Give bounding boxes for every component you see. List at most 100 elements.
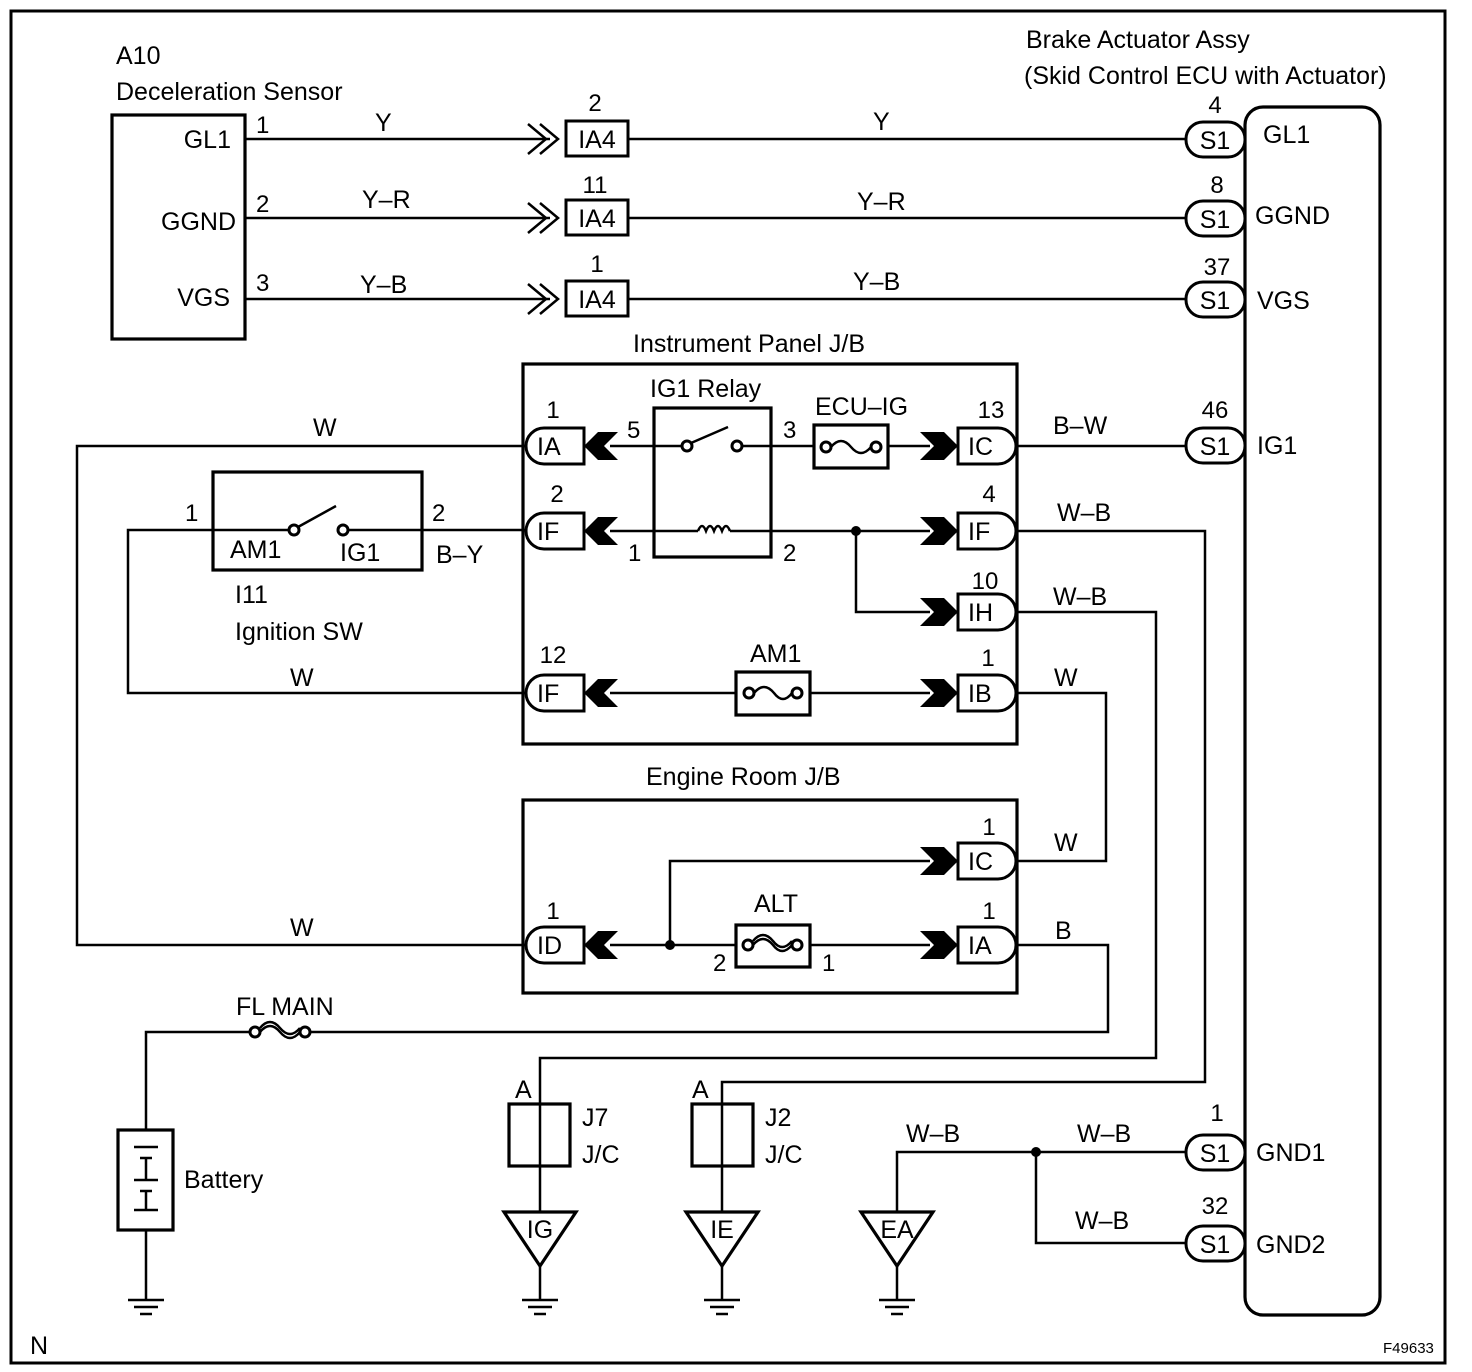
wire-wb-ih: W–B [1053, 583, 1107, 611]
j2-label: J2 [765, 1104, 791, 1132]
j2-connector-a: A [692, 1076, 709, 1104]
ipjb-pin-ia: 1 [546, 397, 559, 424]
actuator-term-gl1: GL1 [1263, 121, 1310, 149]
ignition-pin-2: 2 [432, 500, 445, 527]
wire-w-ib: W [1054, 664, 1078, 692]
ig1-relay-box [652, 406, 773, 559]
wire-wb-ea: W–B [906, 1120, 960, 1148]
diagram-frame [9, 9, 1447, 1365]
wire-yr-left: Y–R [362, 186, 411, 214]
actuator-pin-46: 46 [1202, 397, 1229, 424]
alt-fuse [734, 923, 812, 969]
ground-ie-label: IE [710, 1216, 734, 1244]
wire-w-top: W [313, 414, 337, 442]
ipjb-right-connectors [956, 426, 1018, 713]
ipjb-pin-ib: 1 [981, 645, 994, 672]
sensor-wires [245, 123, 1186, 315]
wire-w-ic: W [1054, 829, 1078, 857]
actuator-term-ig1: IG1 [1257, 432, 1297, 460]
ignition-pin-1: 1 [185, 500, 198, 527]
ia4-label-3: IA4 [578, 286, 616, 314]
sensor-term-vgs: VGS [177, 284, 230, 312]
wire-yb-right: Y–B [853, 268, 900, 296]
ig1-relay-label: IG1 Relay [650, 375, 762, 403]
ecu-ig-fuse [812, 423, 890, 470]
ipjb-pin-ic: 13 [978, 397, 1005, 424]
wire-wb-gnd1: W–B [1077, 1120, 1131, 1148]
ground-ea-label: EA [880, 1216, 914, 1244]
erjb-conn-id: ID [537, 932, 562, 960]
actuator-term-vgs: VGS [1257, 287, 1310, 315]
ipjb-conn-if-left: IF [537, 518, 559, 546]
fl-main-fuse [248, 1020, 312, 1040]
wire-bw: B–W [1053, 412, 1108, 440]
j2-junction-box [690, 1102, 755, 1168]
ground-ig-label: IG [527, 1216, 553, 1244]
am1-fuse [734, 670, 812, 717]
actuator-pin-8: 8 [1210, 172, 1223, 199]
ia4-connector-1 [564, 119, 630, 158]
engine-room-jb-box [521, 798, 1019, 995]
j7-connector-a: A [515, 1076, 532, 1104]
s1-label-gnd1: S1 [1200, 1140, 1231, 1168]
relay-pin-5: 5 [627, 417, 640, 444]
ignition-name: Ignition SW [235, 618, 363, 646]
ground-points [501, 1210, 936, 1269]
erjb-conn-ic: IC [968, 848, 993, 876]
j2-jc-label: J/C [765, 1141, 803, 1169]
relay-pin-1: 1 [628, 540, 641, 567]
ignition-term-ig1: IG1 [340, 539, 380, 567]
am1-fuse-label: AM1 [750, 640, 801, 668]
actuator-term-ggnd: GGND [1255, 202, 1330, 230]
ia4-label-1: IA4 [578, 126, 616, 154]
s1-label-gl1: S1 [1200, 127, 1231, 155]
sensor-term-gl1: GL1 [184, 126, 231, 154]
erjb-pin-id: 1 [546, 898, 559, 925]
alt-pin-2: 2 [713, 950, 726, 977]
ipjb-pin-if-right: 4 [982, 481, 995, 508]
sensor-name: Deceleration Sensor [116, 78, 343, 106]
sensor-term-ggnd: GGND [161, 208, 236, 236]
ia4-connector-3 [564, 279, 630, 318]
wire-yr-right: Y–R [857, 188, 906, 216]
ipjb-internal-wires [610, 444, 930, 695]
sensor-pin-1: 1 [256, 112, 269, 139]
ipjb-pin-if-bottom: 12 [540, 642, 567, 669]
external-wires [75, 444, 1207, 1300]
sensor-id: A10 [116, 42, 160, 70]
ipjb-conn-if-bottom: IF [537, 680, 559, 708]
deceleration-sensor-box [110, 113, 247, 341]
wire-b: B [1055, 917, 1072, 945]
ipjb-pin-if-left: 2 [550, 481, 563, 508]
wire-w-id: W [290, 914, 314, 942]
j7-junction-box [507, 1102, 572, 1168]
sensor-pin-3: 3 [256, 270, 269, 297]
relay-coil-symbol [654, 524, 771, 535]
wire-by: B–Y [436, 541, 484, 569]
actuator-term-gnd1: GND1 [1256, 1139, 1325, 1167]
ipjb-conn-ih: IH [968, 599, 993, 627]
wire-w-ign: W [290, 664, 314, 692]
alt-pin-1: 1 [822, 950, 835, 977]
ecu-ig-fuse-label: ECU–IG [815, 393, 908, 421]
fl-main-label: FL MAIN [236, 993, 334, 1021]
erjb-pin-ia: 1 [982, 898, 995, 925]
actuator-term-gnd2: GND2 [1256, 1231, 1325, 1259]
actuator-pin-37: 37 [1204, 254, 1231, 281]
erjb-pin-ic: 1 [982, 814, 995, 841]
s1-label-vgs: S1 [1200, 287, 1231, 315]
sensor-pin-2: 2 [256, 191, 269, 218]
brake-actuator-box [1243, 105, 1382, 1317]
wire-wb-if: W–B [1057, 499, 1111, 527]
wire-wb-gnd2: W–B [1075, 1207, 1129, 1235]
ia4-pin-1: 1 [590, 251, 603, 278]
battery-symbol [116, 1128, 175, 1232]
ia4-connector-2 [564, 198, 630, 237]
ignition-term-am1: AM1 [230, 536, 281, 564]
ia4-label-2: IA4 [578, 205, 616, 233]
instrument-panel-jb-box [521, 362, 1019, 746]
ipjb-pin-ih: 10 [972, 568, 999, 595]
figure-code: F49633 [1383, 1340, 1434, 1357]
actuator-name: Brake Actuator Assy [1026, 26, 1250, 54]
